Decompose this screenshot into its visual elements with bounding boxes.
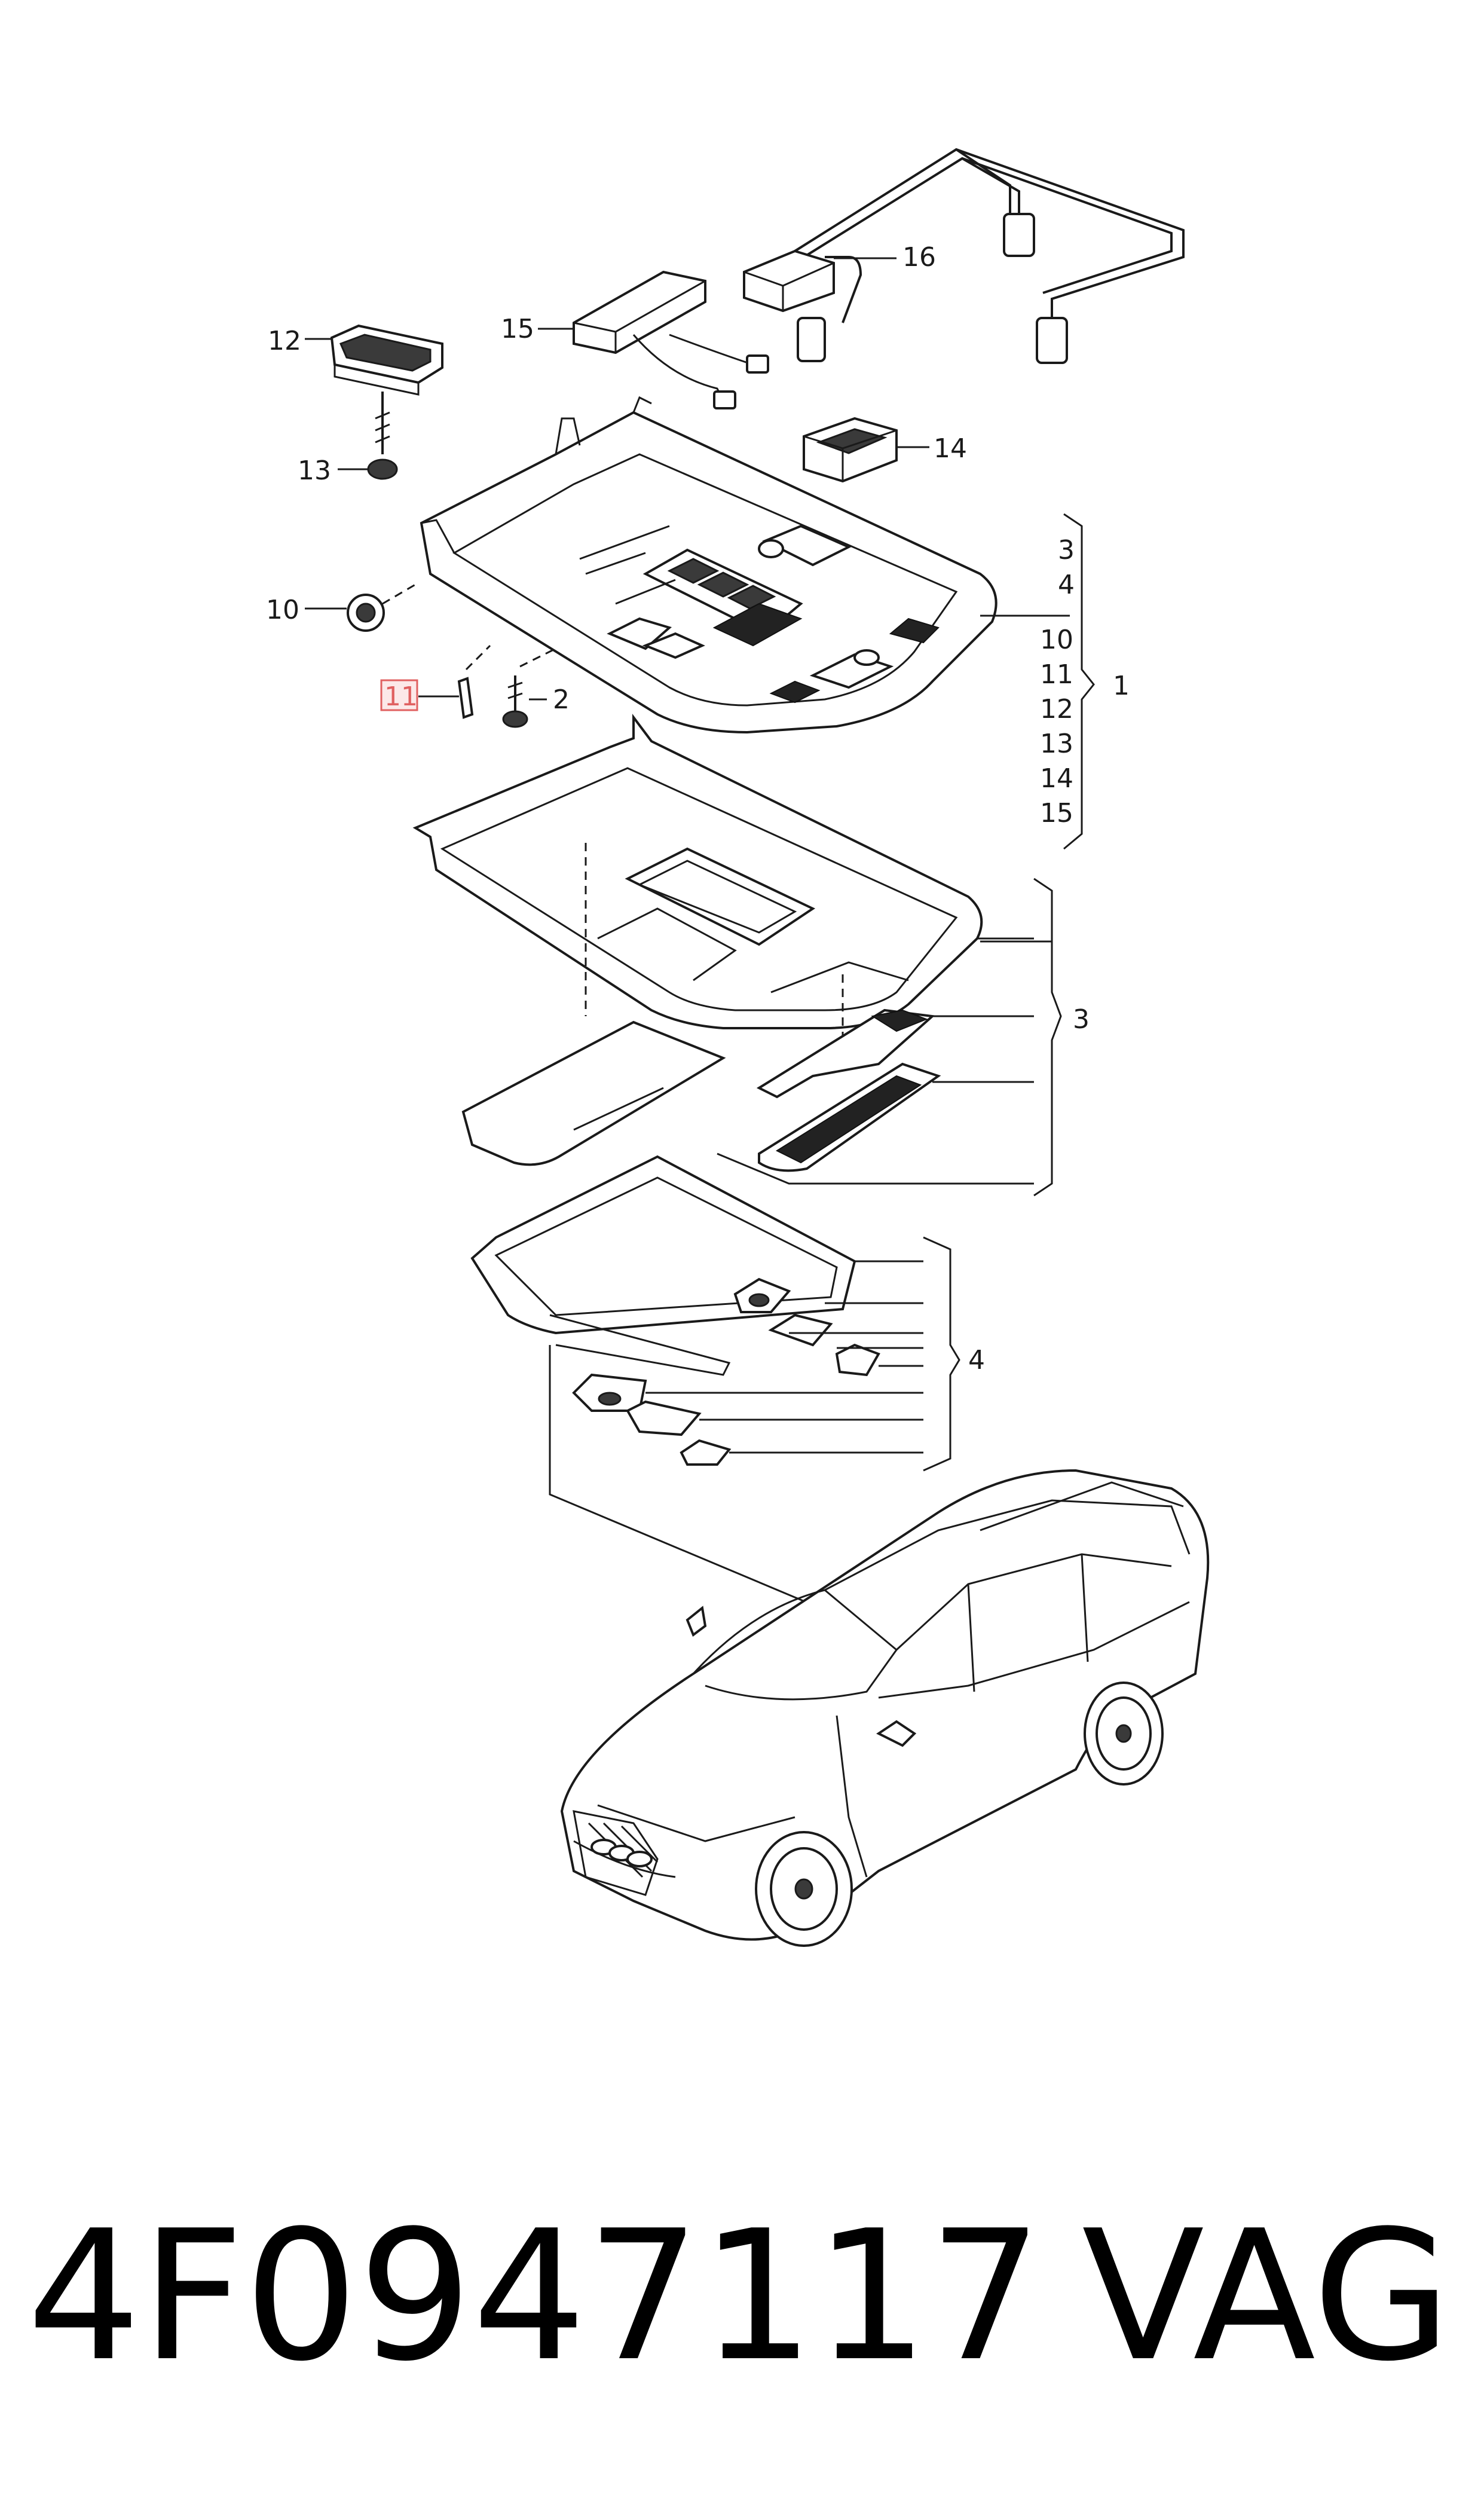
callout-list-14: 14	[1040, 763, 1073, 794]
bracket-4	[923, 1236, 960, 1472]
callout-11-highlighted: 11	[384, 681, 418, 712]
clip-part	[305, 582, 419, 632]
callout-2: 2	[553, 684, 570, 715]
callout-list-12: 12	[1040, 694, 1073, 724]
control-unit-part	[538, 270, 769, 409]
callout-list-3: 3	[1058, 535, 1075, 565]
callout-labels: 16 15 12 13 14 10 2 11 3 4 10 11 12 13 1…	[266, 242, 1130, 1375]
part-number: 4F0947117	[27, 2192, 1043, 2401]
callout-15: 15	[501, 314, 534, 344]
vent-grill-parts	[717, 1008, 1034, 1185]
callout-1: 1	[1113, 671, 1130, 701]
callout-12: 12	[268, 326, 301, 356]
visor-panel-part	[461, 1020, 726, 1166]
screw-part	[338, 392, 398, 480]
cable-harness-part	[743, 148, 1185, 364]
roof-liner-part	[412, 714, 1034, 1052]
bracket-1	[1063, 513, 1095, 850]
headliner-frame-part	[470, 1155, 923, 1376]
car-illustration	[560, 1469, 1210, 1947]
highlight-box	[380, 679, 418, 711]
light-parts	[572, 1277, 923, 1466]
callout-16: 16	[902, 242, 936, 273]
brand-label: VAG	[1082, 2192, 1451, 2401]
retaining-clip-part	[418, 644, 491, 719]
callout-list-15: 15	[1040, 798, 1073, 829]
callout-14: 14	[934, 433, 967, 464]
bracket-3	[1033, 878, 1062, 1197]
roof-console-part	[420, 396, 1070, 734]
callout-3: 3	[1073, 1004, 1090, 1035]
callout-list-13: 13	[1040, 729, 1073, 759]
callout-13: 13	[298, 455, 331, 486]
callout-list-4: 4	[1058, 570, 1075, 600]
leader-car	[549, 1345, 849, 1621]
callout-4: 4	[968, 1345, 985, 1375]
switch-module-part	[803, 417, 929, 483]
screw-2-part	[502, 647, 556, 728]
callout-list-10: 10	[1040, 625, 1073, 655]
lamp-housing-part	[305, 324, 443, 396]
callout-10: 10	[266, 595, 299, 625]
callout-list-11: 11	[1040, 659, 1073, 690]
